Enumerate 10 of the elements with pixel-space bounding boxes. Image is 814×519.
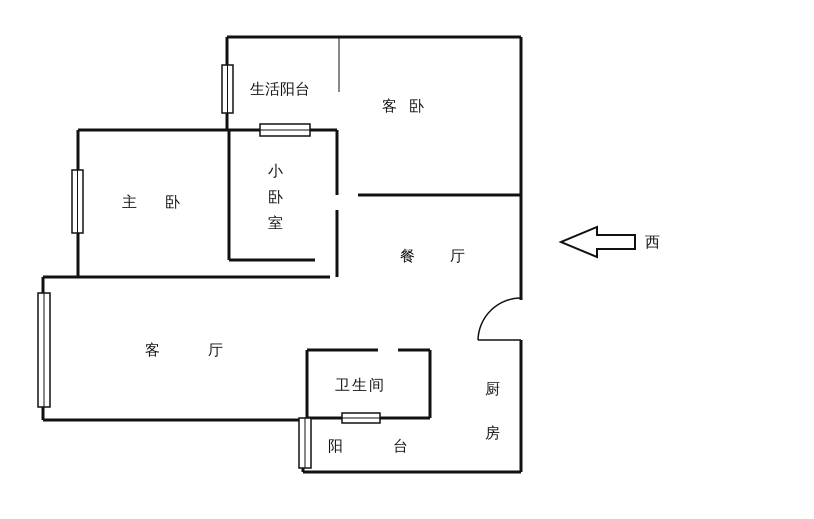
- room-label: 生活阳台: [250, 80, 310, 99]
- room-label: 客厅: [145, 341, 271, 360]
- room-label: 餐厅: [400, 247, 500, 266]
- room-label: 小卧室: [268, 161, 283, 234]
- room-label: 厨房: [485, 379, 500, 444]
- room-label: 主卧: [122, 193, 208, 212]
- room-label: 卫生间: [335, 376, 386, 395]
- room-label: 阳台: [328, 437, 458, 456]
- room-label: 客卧: [382, 97, 436, 116]
- direction-label: 西: [645, 233, 660, 252]
